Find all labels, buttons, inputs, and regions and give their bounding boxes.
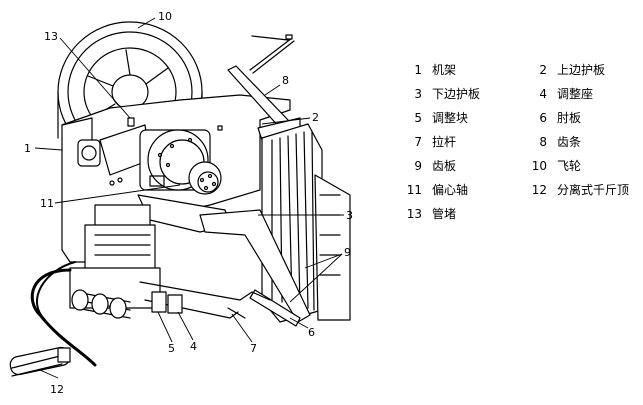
callout-9: 9 xyxy=(344,246,351,259)
pipe-plug-part xyxy=(127,117,135,127)
hydraulic-jack-part xyxy=(9,261,97,377)
tooth-plate-part xyxy=(261,123,351,323)
callout-1: 1 xyxy=(24,142,31,155)
callout-11: 11 xyxy=(40,197,54,210)
callout-2: 2 xyxy=(312,111,319,124)
callout-3: 3 xyxy=(346,209,353,222)
callout-12: 12 xyxy=(50,383,64,396)
callout-4: 4 xyxy=(190,340,197,353)
toggle-plate-part xyxy=(249,289,301,327)
callout-8: 8 xyxy=(282,74,289,87)
adjusting-assembly-part xyxy=(69,204,271,319)
callout-7: 7 xyxy=(250,342,257,355)
callout-13: 13 xyxy=(44,30,58,43)
callout-5: 5 xyxy=(168,342,175,355)
callout-10: 10 xyxy=(158,10,172,23)
leader-lines xyxy=(34,17,344,379)
callout-labels: 10 13 8 1 2 11 3 9 6 5 4 7 12 xyxy=(24,10,353,396)
callout-6: 6 xyxy=(308,326,315,339)
